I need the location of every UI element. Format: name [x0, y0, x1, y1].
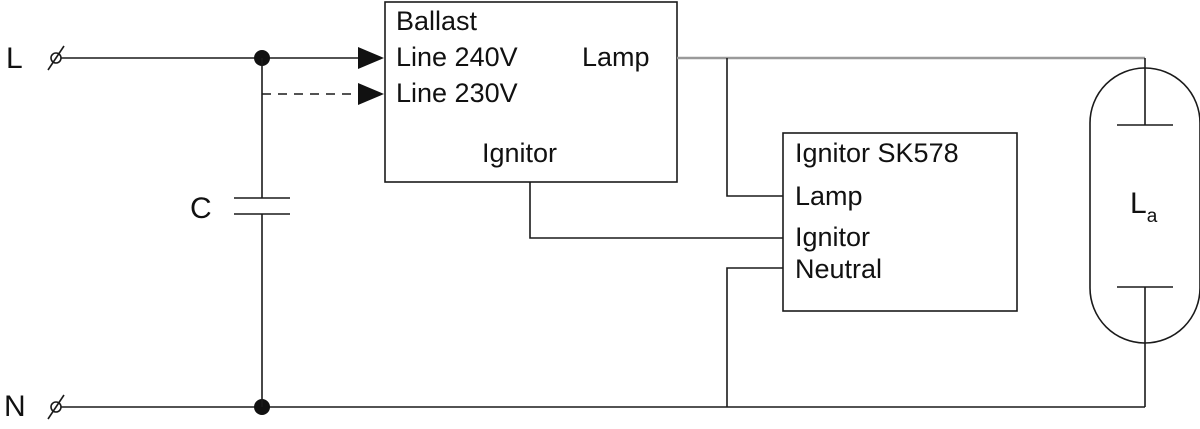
ignitor-lamp-wire	[726, 58, 783, 197]
ignitor-box	[782, 132, 1018, 312]
ballast-ignitor-label: Ignitor	[482, 138, 557, 168]
terminal-label-line: L	[6, 42, 23, 75]
ignitor-neutral-wire	[726, 267, 783, 407]
ballast-box	[384, 1, 678, 183]
ignitor-ignitor-label: Ignitor	[795, 222, 870, 252]
ignitor-lamp-label: Lamp	[795, 181, 863, 211]
lamp-label: La	[1130, 187, 1158, 227]
terminal-label-neutral: N	[4, 390, 26, 423]
ballast-lamp-label: Lamp	[582, 42, 650, 72]
capacitor-label: C	[190, 192, 212, 225]
ballast-title: Ballast	[396, 6, 478, 36]
lamp-label-main: L	[1130, 187, 1147, 220]
lamp-symbol	[1089, 58, 1200, 407]
lamp-label-subscript: a	[1147, 206, 1158, 227]
ballast-line-240v-label: Line 240V	[396, 42, 518, 72]
capacitor-symbol	[234, 58, 290, 407]
ignitor-neutral-label: Neutral	[795, 254, 882, 284]
ignitor-title: Ignitor SK578	[795, 138, 959, 168]
ignitor-signal-wire	[529, 182, 783, 239]
ballast-line-230v-label: Line 230V	[396, 78, 518, 108]
line-230v-arrow	[358, 83, 384, 105]
line-240v-arrow	[358, 47, 384, 69]
